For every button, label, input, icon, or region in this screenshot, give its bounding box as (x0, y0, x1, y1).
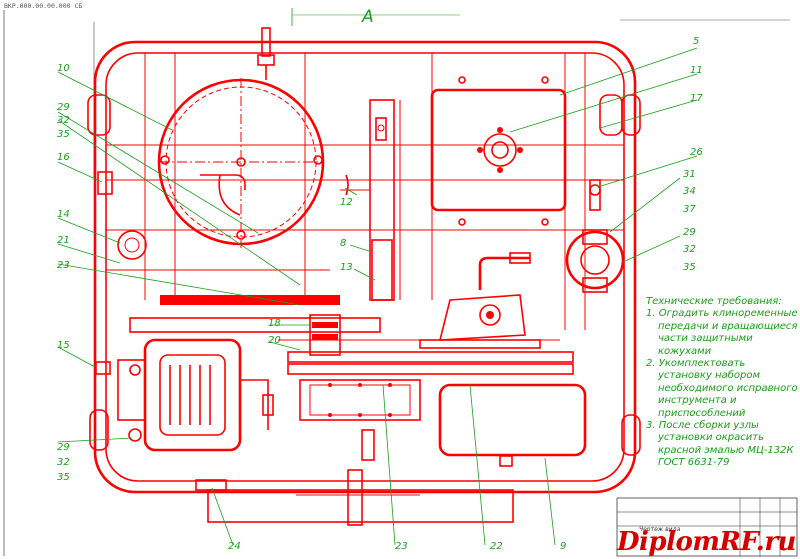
belt-drives (129, 295, 574, 375)
callout-24: 24 (228, 541, 241, 552)
callout-21: 21 (57, 235, 70, 246)
notes-line: установки окрасить (658, 432, 764, 444)
callout-9: 9 (560, 541, 566, 552)
notes-line: 3. После сборки узлы (646, 420, 759, 432)
callout-29c: 29 (57, 442, 70, 453)
view-label: A (361, 7, 374, 27)
watermark-logo: DiplomRF.ru (617, 527, 796, 557)
title-block (616, 497, 798, 557)
center-column (340, 99, 395, 301)
notes-line: необходимого исправного (658, 382, 798, 394)
callout-16: 16 (57, 152, 70, 163)
notes-line: ГОСТ 6631-79 (658, 457, 730, 469)
callout-10: 10 (57, 63, 70, 74)
round-tank (157, 27, 325, 248)
gear-pump (419, 252, 541, 349)
pressure-filter (565, 179, 625, 293)
callout-26: 26 (690, 147, 703, 158)
callout-32c: 32 (57, 457, 70, 468)
electric-motor (117, 338, 274, 452)
callout-22: 22 (490, 541, 503, 552)
leader-lines (57, 47, 698, 546)
side-fittings (95, 171, 147, 375)
callout-8: 8 (340, 238, 346, 249)
notes-line: красной эмалью МЦ-132К (658, 444, 794, 456)
base-skid (195, 469, 514, 526)
callout-35c: 35 (57, 472, 70, 483)
callout-20: 20 (268, 335, 281, 346)
notes-heading: Технические требования: (646, 296, 782, 307)
oil-cooler (299, 379, 421, 461)
callout-labels: A 10 29 32 35 16 14 21 23 15 29 32 35 5 … (57, 7, 703, 552)
notes-line: инструмента и (658, 395, 737, 407)
sheet-frame (3, 10, 790, 556)
callout-29a: 29 (57, 102, 70, 113)
notes-line: передачи и вращающиеся (658, 320, 798, 332)
notes-line: кожухами (658, 345, 712, 357)
callout-35b: 35 (683, 262, 696, 273)
upper-control-box (430, 76, 567, 226)
notes-line: 2. Укомплектовать (646, 358, 746, 370)
notes-line: 1. Оградить клиноременные (646, 308, 798, 320)
callout-31: 31 (683, 169, 696, 180)
callout-32b: 32 (683, 244, 696, 255)
callout-13: 13 (340, 262, 353, 273)
callout-32a: 32 (57, 115, 70, 126)
callout-29b: 29 (683, 227, 696, 238)
callout-37: 37 (683, 204, 696, 215)
title-block-label: Чертеж вида (639, 526, 681, 533)
technical-requirements: Технические требования: 1. Оградить клин… (646, 296, 798, 470)
notes-line: части защитными (658, 333, 753, 345)
view-a-marks (291, 8, 460, 26)
callout-34: 34 (683, 186, 696, 197)
callout-23b: 23 (395, 541, 408, 552)
lower-tank (438, 383, 587, 467)
callout-23a: 23 (57, 260, 70, 271)
callout-5: 5 (693, 36, 699, 47)
callout-14: 14 (57, 209, 70, 220)
callout-35a: 35 (57, 129, 70, 140)
callout-11: 11 (690, 65, 703, 76)
callout-17: 17 (690, 93, 703, 104)
notes-line: приспособлений (658, 407, 746, 419)
notes-line: установку набором (658, 370, 761, 382)
callout-18: 18 (268, 318, 281, 329)
sheet-stamp: ВКР.000.00.00.000 СБ (4, 2, 83, 10)
callout-12: 12 (340, 197, 353, 208)
callout-15: 15 (57, 340, 70, 351)
